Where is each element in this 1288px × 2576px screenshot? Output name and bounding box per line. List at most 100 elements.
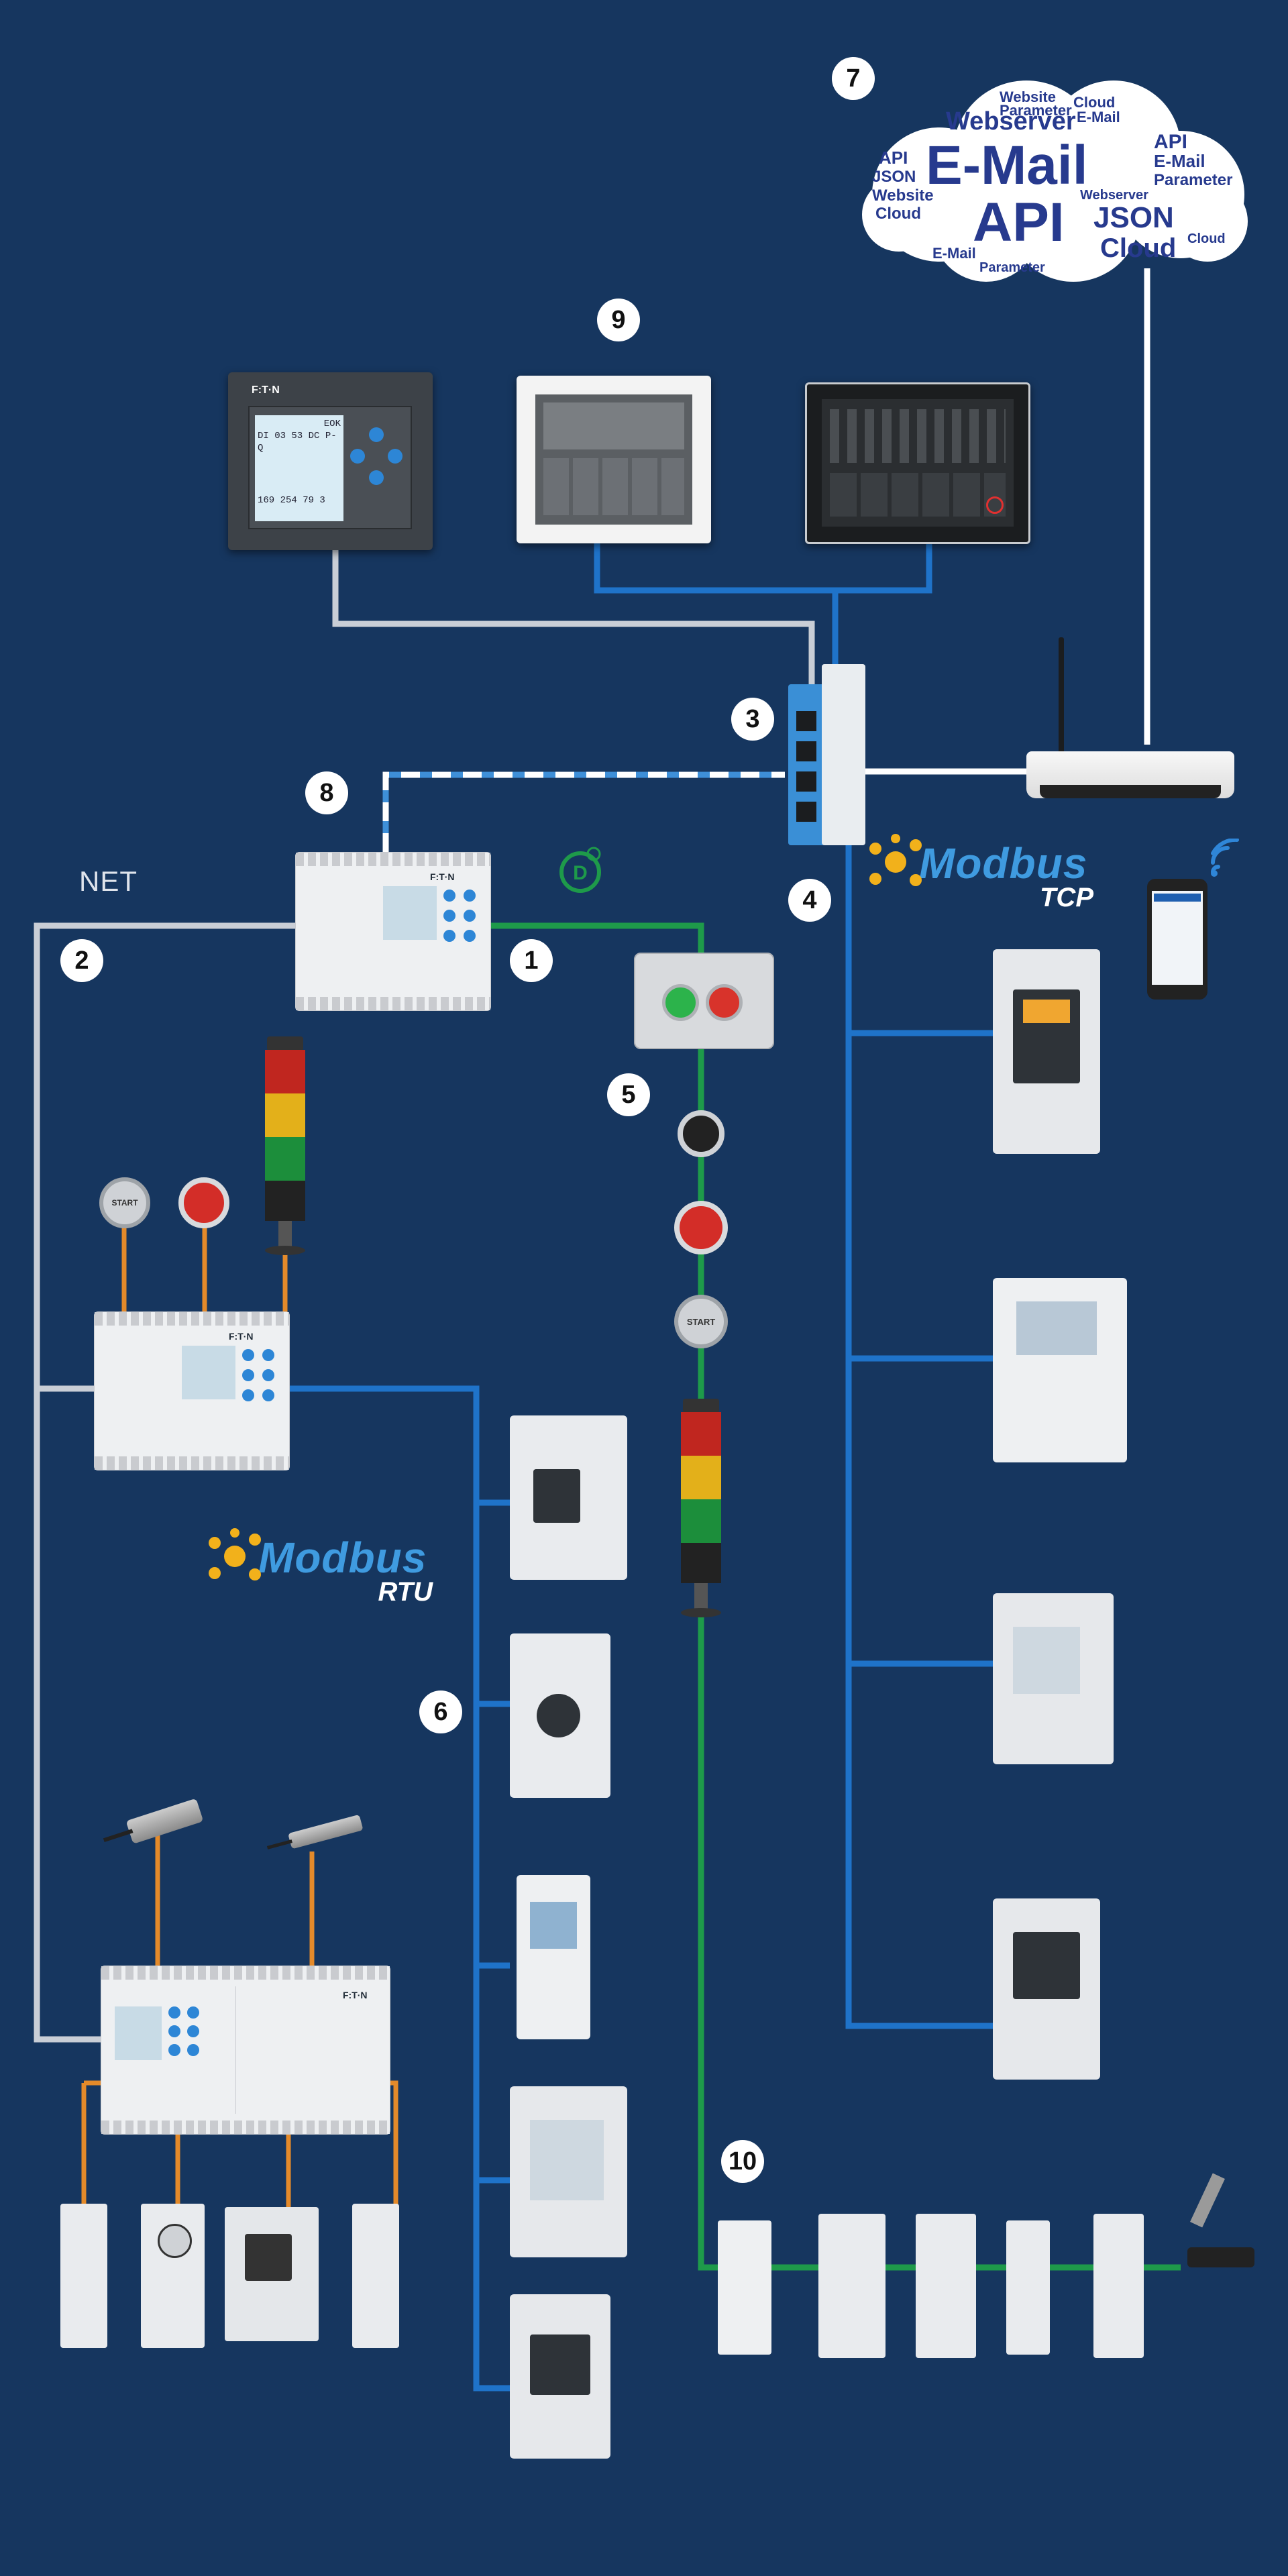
start-label: START bbox=[111, 1198, 138, 1208]
motor-starter bbox=[352, 2204, 399, 2348]
key-button[interactable] bbox=[262, 1369, 274, 1381]
tcp-drive-4 bbox=[993, 1898, 1100, 2080]
key-button[interactable] bbox=[187, 2025, 199, 2037]
brand-logo: F:T·N bbox=[229, 1331, 254, 1342]
smartwire-sensor-connector bbox=[1181, 2173, 1261, 2281]
start-button[interactable]: START bbox=[99, 1177, 150, 1228]
io-lines-upper bbox=[121, 1228, 288, 1315]
key-button[interactable] bbox=[350, 449, 365, 464]
wifi-router bbox=[1026, 637, 1241, 812]
hmi-lcd: EOK DI 03 53 DC P- Q 169 254 79 3 bbox=[255, 415, 343, 521]
key-button[interactable] bbox=[242, 1369, 254, 1381]
key-button[interactable] bbox=[242, 1349, 254, 1361]
cloud-shape bbox=[862, 80, 1248, 282]
key-button[interactable] bbox=[464, 930, 476, 942]
badge-7: 7 bbox=[832, 57, 875, 100]
badge-5: 5 bbox=[607, 1073, 650, 1116]
rj45-port[interactable] bbox=[796, 771, 816, 792]
green-button[interactable] bbox=[662, 984, 699, 1021]
key-button[interactable] bbox=[464, 890, 476, 902]
touch-panel-screen bbox=[822, 399, 1014, 527]
badge-6: 6 bbox=[419, 1690, 462, 1733]
key-button[interactable] bbox=[187, 2044, 199, 2056]
cloud-word: Parameter bbox=[1154, 171, 1233, 189]
tcp-drive-1 bbox=[993, 949, 1100, 1154]
ethernet-switch bbox=[788, 657, 869, 849]
modbus-tcp-trunk bbox=[845, 839, 993, 2029]
modbus-rtu-word: Modbus bbox=[258, 1534, 427, 1582]
controller-easy-e4-top: F:T·N bbox=[295, 852, 491, 1011]
selector-switch[interactable] bbox=[678, 1110, 724, 1157]
modbus-molecule-icon bbox=[869, 834, 922, 886]
router-antenna bbox=[1059, 637, 1064, 755]
ethernet-dashed-line bbox=[382, 771, 785, 852]
rj45-port[interactable] bbox=[796, 802, 816, 822]
cloud-word: Cloud bbox=[1100, 233, 1177, 263]
key-button[interactable] bbox=[464, 910, 476, 922]
start-button[interactable]: START bbox=[674, 1295, 728, 1348]
power-icon[interactable] bbox=[986, 496, 1004, 514]
key-button[interactable] bbox=[443, 930, 455, 942]
net-label: NET bbox=[79, 865, 138, 897]
controller-keypad bbox=[242, 1349, 282, 1423]
touch-panel-screen bbox=[535, 394, 692, 525]
controller-easy-e4-extended: F:T·N bbox=[101, 1966, 390, 2135]
cloud-word: Parameter bbox=[979, 260, 1045, 275]
cloud-word: Website bbox=[1000, 89, 1056, 105]
red-button[interactable] bbox=[706, 984, 743, 1021]
start-label: START bbox=[686, 1316, 716, 1327]
lcd-line: EOK bbox=[323, 419, 341, 429]
badge-8: 8 bbox=[305, 771, 348, 814]
key-button[interactable] bbox=[187, 2006, 199, 2019]
io-lines-lower bbox=[81, 1831, 398, 2214]
hmi-screen: EOK DI 03 53 DC P- Q 169 254 79 3 bbox=[248, 406, 412, 529]
badge-2: 2 bbox=[60, 939, 103, 982]
hmi-to-switch-line bbox=[332, 543, 815, 684]
touch-panel-black bbox=[805, 382, 1030, 544]
rj45-port[interactable] bbox=[796, 711, 816, 731]
modbus-tcp-sub: TCP bbox=[1040, 883, 1093, 912]
badge-3: 3 bbox=[731, 698, 774, 741]
key-button[interactable] bbox=[262, 1389, 274, 1401]
cloud-word: Webserver bbox=[1080, 188, 1148, 203]
badge-9: 9 bbox=[597, 299, 640, 341]
cloud-word: Webserver bbox=[946, 107, 1076, 136]
stop-button[interactable] bbox=[178, 1177, 229, 1228]
badge-1: 1 bbox=[510, 939, 553, 982]
key-button[interactable] bbox=[388, 449, 402, 464]
key-button[interactable] bbox=[242, 1389, 254, 1401]
key-button[interactable] bbox=[168, 2025, 180, 2037]
hmi-keypad bbox=[350, 427, 404, 494]
key-button[interactable] bbox=[369, 470, 384, 485]
variable-frequency-drive bbox=[510, 2086, 627, 2257]
key-button[interactable] bbox=[168, 2006, 180, 2019]
modbus-rtu-logo: Modbus RTU bbox=[205, 1528, 433, 1607]
red-pushbutton[interactable] bbox=[674, 1201, 728, 1254]
cloud-word: E-Mail bbox=[932, 245, 976, 262]
cloud-word: Cloud bbox=[1073, 94, 1116, 111]
frequency-inverter bbox=[225, 2207, 319, 2341]
key-button[interactable] bbox=[168, 2044, 180, 2056]
pushbutton-station bbox=[634, 953, 774, 1049]
variable-frequency-drive bbox=[510, 2294, 610, 2459]
controller-keypad bbox=[443, 890, 484, 963]
key-button[interactable] bbox=[443, 890, 455, 902]
circuit-breaker bbox=[510, 1415, 627, 1580]
rj45-port[interactable] bbox=[796, 741, 816, 761]
badge-10: 10 bbox=[721, 2140, 764, 2183]
cloud-word: Cloud bbox=[1187, 231, 1226, 246]
key-button[interactable] bbox=[443, 910, 455, 922]
signal-tower-left bbox=[262, 1036, 309, 1258]
cloud-word: JSON bbox=[1093, 201, 1174, 234]
motor-starter bbox=[141, 2204, 205, 2348]
key-button[interactable] bbox=[262, 1349, 274, 1361]
badge-4: 4 bbox=[788, 879, 831, 922]
cloud-word-email: E-Mail bbox=[926, 135, 1088, 196]
cloud-word: E-Mail bbox=[1077, 109, 1120, 125]
key-button[interactable] bbox=[369, 427, 384, 442]
variable-frequency-drive bbox=[517, 1875, 590, 2039]
wifi-icon bbox=[1208, 839, 1248, 879]
smartwire-gateway bbox=[718, 2220, 771, 2355]
smartwire-starter bbox=[1093, 2214, 1144, 2358]
brand-logo: F:T·N bbox=[252, 384, 280, 396]
